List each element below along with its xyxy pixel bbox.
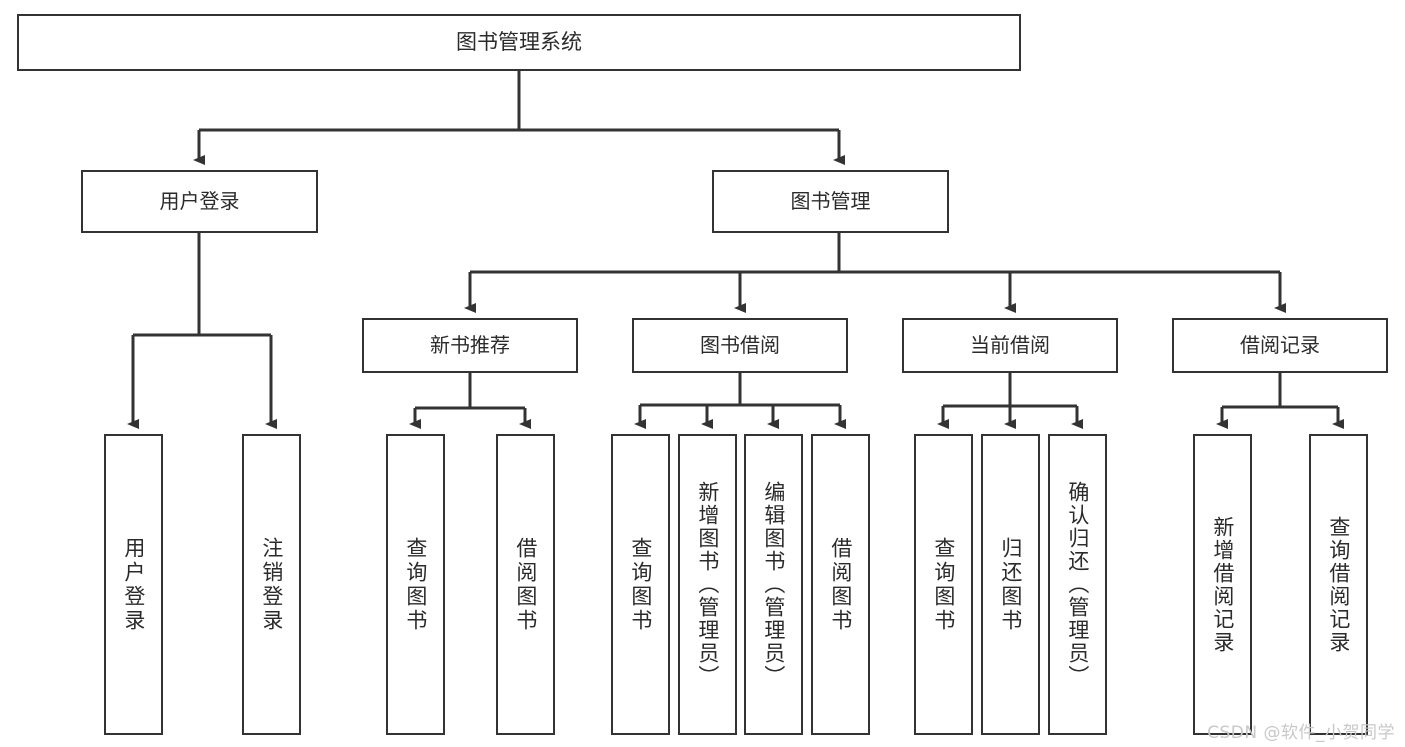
leaf-current-query-book[interactable]: 查询图书 (914, 434, 973, 735)
leaf-borrow-add-book-admin[interactable]: 新增图书（管理员） (678, 434, 737, 735)
node-borrow-record[interactable]: 借阅记录 (1172, 318, 1388, 373)
node-label: 查询图书 (628, 536, 653, 633)
node-new-book-recommend[interactable]: 新书推荐 (362, 318, 578, 373)
node-label: 注销登录 (259, 536, 284, 633)
leaf-current-confirm-return-admin[interactable]: 确认归还（管理员） (1048, 434, 1107, 735)
node-label: 借阅图书 (513, 536, 538, 633)
node-label: 查询图书 (403, 536, 428, 633)
leaf-record-query-record[interactable]: 查询借阅记录 (1309, 434, 1368, 735)
node-label: 新书推荐 (430, 332, 510, 357)
node-label: 用户登录 (121, 536, 146, 633)
node-label: 借阅记录 (1240, 332, 1320, 357)
leaf-borrow-edit-book-admin[interactable]: 编辑图书（管理员） (744, 434, 803, 735)
watermark: CSDN @软件_小贺同学 (1207, 723, 1395, 743)
node-label: 新增借阅记录 (1210, 515, 1235, 654)
node-label: 图书管理 (790, 188, 871, 213)
node-label: 借阅图书 (828, 536, 853, 633)
node-label: 编辑图书（管理员） (761, 481, 786, 688)
leaf-record-add-record[interactable]: 新增借阅记录 (1193, 434, 1252, 735)
node-label: 新增图书（管理员） (695, 481, 720, 688)
leaf-current-return-book[interactable]: 归还图书 (981, 434, 1040, 735)
node-label: 查询图书 (931, 536, 956, 633)
node-book-borrow[interactable]: 图书借阅 (632, 318, 848, 373)
node-label: 图书管理系统 (456, 30, 582, 55)
leaf-borrow-query-book[interactable]: 查询图书 (611, 434, 670, 735)
node-user-login[interactable]: 用户登录 (81, 170, 318, 233)
node-label: 图书借阅 (700, 332, 780, 357)
node-label: 查询借阅记录 (1326, 515, 1351, 654)
node-book-management[interactable]: 图书管理 (712, 170, 949, 233)
node-current-borrow[interactable]: 当前借阅 (902, 318, 1118, 373)
node-label: 当前借阅 (970, 332, 1050, 357)
node-root-system[interactable]: 图书管理系统 (17, 14, 1021, 71)
leaf-new-book-query[interactable]: 查询图书 (386, 434, 445, 735)
leaf-user-login-login[interactable]: 用户登录 (104, 434, 163, 735)
leaf-borrow-borrow-book[interactable]: 借阅图书 (811, 434, 870, 735)
leaf-user-login-logout[interactable]: 注销登录 (242, 434, 301, 735)
node-label: 归还图书 (998, 536, 1023, 633)
leaf-new-book-borrow[interactable]: 借阅图书 (496, 434, 555, 735)
node-label: 确认归还（管理员） (1065, 481, 1090, 688)
node-label: 用户登录 (159, 188, 240, 213)
